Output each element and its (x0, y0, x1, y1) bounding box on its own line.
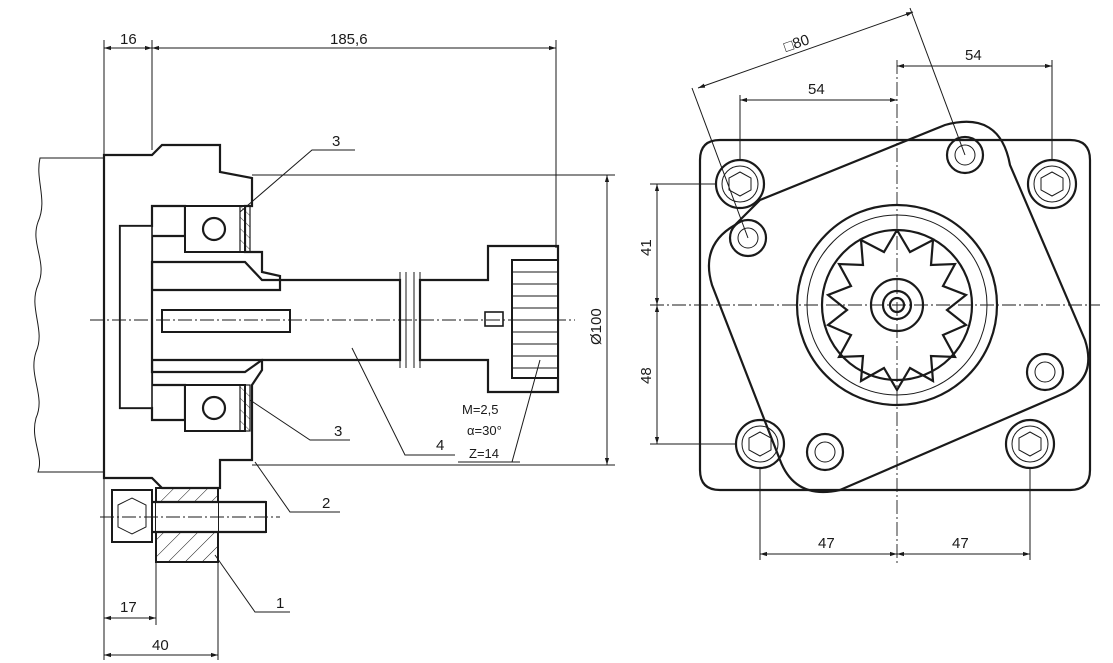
part-labels: 3 3 4 2 1 M=2,5 α=30° Z=14 (214, 133, 541, 613)
dim-47-left: 47 (818, 535, 835, 552)
break-line (33, 157, 105, 473)
dim-shaft-diameter: Ø100 (588, 308, 605, 345)
dim-vertical-41: 41 (638, 239, 655, 256)
mounting-bolt (111, 487, 267, 563)
end-view (650, 60, 1100, 565)
right-dimensions: □80 54 54 41 48 47 47 (638, 7, 1053, 560)
left-dimensions: 16 185,6 Ø100 17 40 (103, 31, 615, 660)
label-part-2: 2 (322, 495, 330, 512)
upper-bearing (184, 205, 251, 253)
label-part-1: 1 (276, 595, 284, 612)
gear-teeth (511, 259, 559, 379)
dim-vertical-48: 48 (638, 367, 655, 384)
shaft (418, 244, 560, 394)
section-view (33, 143, 575, 563)
flange-cavity (119, 225, 153, 409)
flange-hole-2 (728, 218, 768, 258)
flange-hole-3 (1025, 352, 1065, 392)
flange-hole-1 (945, 135, 985, 175)
bolt-head-tr (1026, 158, 1078, 210)
label-part-3-upper: 3 (332, 133, 340, 150)
dim-54-left: 54 (808, 81, 825, 98)
label-part-4: 4 (436, 437, 444, 454)
gear-pressure-angle: α=30° (467, 423, 502, 438)
dim-bolt-offset: 17 (120, 599, 137, 616)
gear-teeth-count: Z=14 (469, 446, 499, 461)
internal-pin (161, 309, 291, 333)
bolt-head-tl (714, 158, 766, 210)
rotated-flange (707, 120, 1090, 494)
dim-base-width: 40 (152, 637, 169, 654)
bolt-head-bl (734, 418, 786, 470)
dim-square-size: □80 (782, 31, 812, 55)
dim-flange-thickness: 16 (120, 31, 137, 48)
lower-bearing (184, 384, 251, 432)
flange-hole-4 (805, 432, 845, 472)
bolt-head-br (1004, 418, 1056, 470)
dim-47-right: 47 (952, 535, 969, 552)
dim-54-right: 54 (965, 47, 982, 64)
label-part-3-lower: 3 (334, 423, 342, 440)
square-flange (698, 138, 1092, 492)
dim-overall-length: 185,6 (330, 31, 368, 48)
gear-module: M=2,5 (462, 402, 499, 417)
